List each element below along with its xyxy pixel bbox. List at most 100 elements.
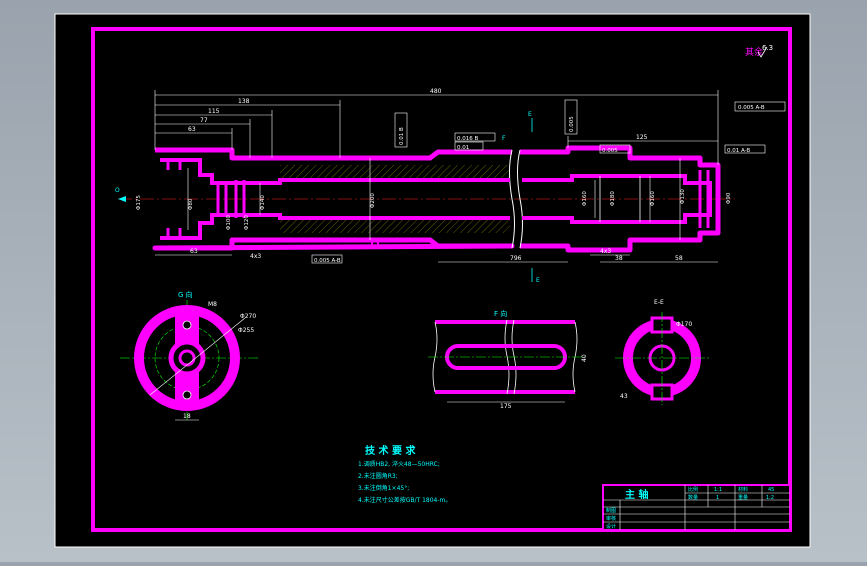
end-collar-right — [698, 170, 710, 228]
dia-label-a: Φ175 — [136, 195, 142, 210]
tech-notes-title: 技 术 要 求 — [365, 444, 416, 457]
tech-note-4: 4.未注尺寸公差按GB/T 1804-m。 — [358, 496, 451, 504]
tech-notes: 技 术 要 求 1.调质HB2, 淬火48—50HRC; 2.未注圆角R3; 3… — [358, 444, 451, 504]
view-f-mid-breaks — [504, 319, 517, 395]
tol-frame-4 — [454, 141, 484, 151]
tol-text-7: 0.01 A-B — [727, 148, 750, 154]
sheet-drawing-frame — [91, 27, 792, 532]
center-hole-mark — [371, 240, 379, 248]
sheet-outer-border — [54, 13, 811, 548]
tol-frame-8 — [311, 254, 343, 264]
view-f-175: 175 — [500, 403, 512, 410]
view-g: G 向 M8 Φ270 Φ255 18 — [120, 290, 258, 421]
dia-label-i: Φ160 — [650, 191, 656, 206]
view-e-label: E-E — [654, 299, 664, 306]
tol-frame-5 — [564, 99, 578, 135]
dia-label-f: Φ180 — [610, 191, 616, 206]
section-label-bottom: E — [536, 277, 540, 284]
axis-label-a: O — [115, 187, 120, 194]
tol-text-2: 0.01 B — [399, 127, 405, 145]
view-f-40: 40 — [581, 354, 588, 362]
bore-right — [522, 174, 712, 224]
title-row-1: 制图 — [606, 507, 616, 514]
view-g-270: Φ270 — [240, 313, 256, 320]
section-label-top: E — [528, 111, 532, 118]
dia-label-k: Φ90 — [726, 192, 732, 204]
tech-note-1: 1.调质HB2, 淬火48—50HRC; — [358, 460, 440, 468]
tol-frame-2 — [394, 112, 408, 148]
title-qty-value: 1 — [716, 495, 719, 501]
dim-bottom-58: 58 — [675, 255, 683, 262]
dim-bottom-mid: 4x3 — [250, 253, 261, 260]
bore-lower-left — [160, 213, 510, 240]
dia-label-e: Φ140 — [260, 195, 266, 210]
view-g-center-bore — [168, 339, 206, 377]
tol-frame-7 — [724, 144, 766, 154]
view-g-hole-bottom — [182, 390, 192, 400]
dim-len-c: 77 — [200, 117, 208, 124]
roughness-symbol-icon — [757, 46, 768, 58]
title-row-2: 审核 — [606, 515, 616, 522]
dim-bottom-left: 63 — [190, 248, 198, 255]
tech-note-2: 2.未注圆角R3; — [358, 472, 398, 480]
title-block-border — [602, 484, 791, 531]
dim-bottom-4x3: 4x3 — [600, 248, 611, 255]
title-weight-value: 1:2 — [766, 495, 774, 501]
view-f-edges — [435, 320, 575, 394]
tol-text-5: 0.005 — [569, 116, 575, 132]
title-scale-label: 比例 — [688, 486, 698, 493]
view-g-255: Φ255 — [238, 327, 254, 334]
dim-len-a: 138 — [238, 98, 250, 105]
tol-frame-3 — [454, 132, 496, 142]
end-slot-marks — [166, 158, 182, 240]
view-g-label: G 向 — [178, 290, 193, 299]
tol-frame-1 — [734, 101, 786, 112]
hatch-upper — [280, 165, 510, 180]
tol-text-8: 0.005 A-B — [314, 258, 341, 264]
bore-steps-right — [599, 176, 641, 222]
view-g-outer-ring — [134, 305, 240, 411]
title-material-value: 45 — [768, 487, 774, 493]
tol-text-3: 0.016 B — [457, 136, 478, 142]
hatch-lower — [280, 218, 510, 233]
shaft-outer-profile — [152, 145, 721, 253]
tol-text-6: 0.005 — [602, 148, 618, 154]
dim-overall: 480 — [430, 88, 442, 95]
title-part-name: 主 轴 — [625, 488, 648, 501]
dia-label-c: Φ100 — [226, 215, 232, 230]
title-qty-label: 数量 — [688, 494, 698, 501]
dim-bottom-38: 38 — [615, 255, 623, 262]
break-line-right — [517, 149, 523, 249]
axis-arrow-icon — [118, 196, 126, 202]
dia-label-g: Φ200 — [370, 193, 376, 208]
title-material-label: 材料 — [738, 486, 748, 493]
main-shaft-view: O Φ175 Φ — [115, 88, 786, 284]
view-e-section: E-E Φ170 43 — [615, 299, 710, 405]
dia-label-d: Φ120 — [244, 215, 250, 230]
title-weight-label: 重量 — [738, 494, 748, 501]
view-f-label: F 向 — [494, 309, 507, 318]
tol-frame-6 — [599, 144, 631, 154]
tol-text-1: 0.005 A-B — [738, 105, 765, 111]
dia-label-b: Φ80 — [188, 198, 194, 210]
dim-right: 125 — [636, 134, 648, 141]
view-g-m8: M8 — [208, 301, 217, 308]
view-f: F 向 175 40 — [428, 309, 588, 410]
break-line-left — [509, 149, 515, 249]
tech-note-3: 3.未注倒角1×45°; — [358, 484, 409, 492]
dim-bottom-796: 796 — [510, 255, 522, 262]
view-label-f: F — [502, 135, 506, 142]
title-scale-value: 1:1 — [714, 487, 722, 493]
dim-len-b: 115 — [208, 108, 220, 115]
title-block: 主 轴 比例 1:1 材料 45 数量 1 重量 1:2 制图 审核 设计 — [602, 484, 791, 531]
bore-upper-left — [160, 158, 510, 185]
dia-label-j: Φ130 — [680, 189, 686, 204]
tol-text-4: 0.01 — [457, 145, 469, 151]
view-g-hole-top — [182, 320, 192, 330]
groove-marks — [216, 180, 246, 218]
view-g-leader — [149, 317, 246, 396]
roughness-note: 其余 — [745, 46, 763, 58]
title-row-3: 设计 — [606, 523, 616, 530]
